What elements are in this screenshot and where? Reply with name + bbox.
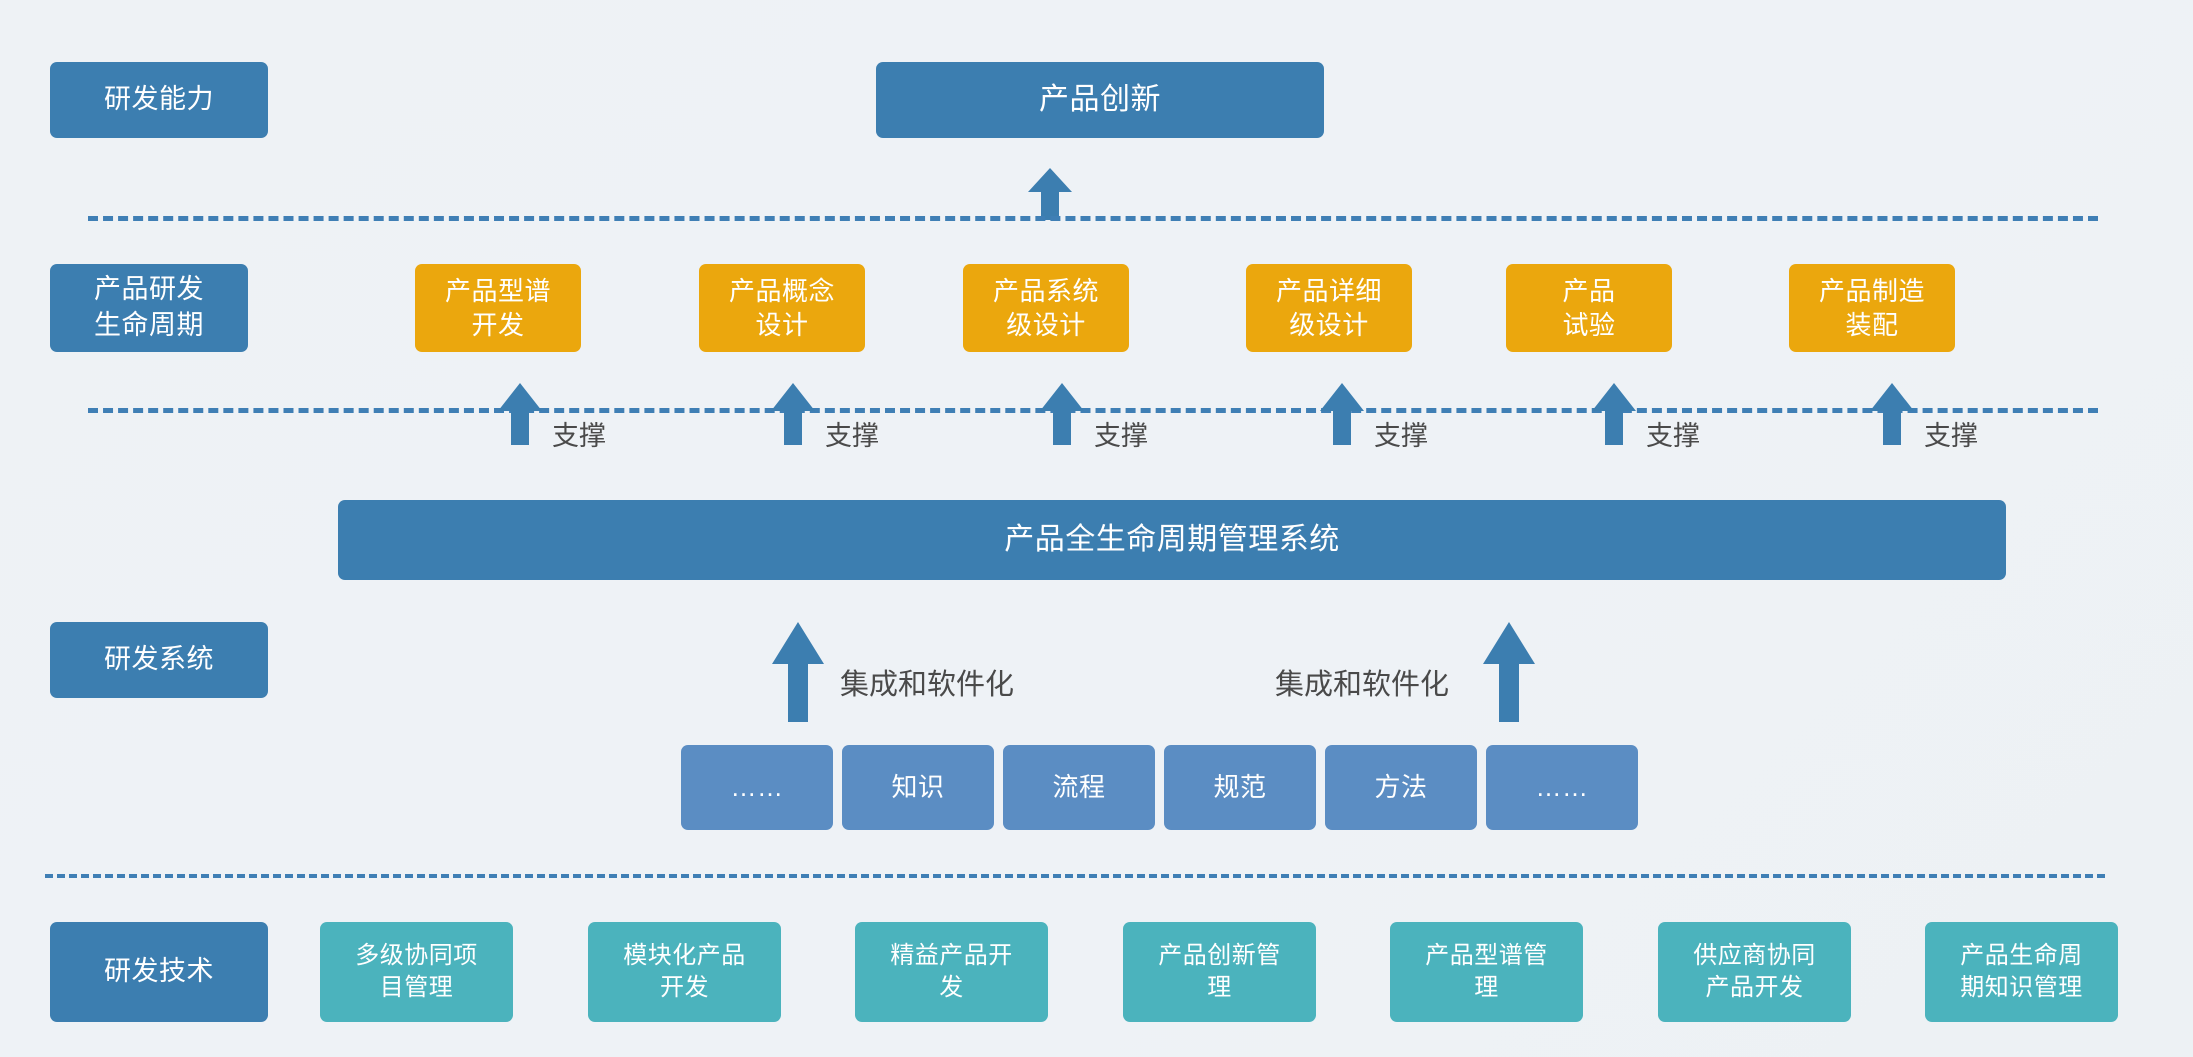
asset-box-6: …… xyxy=(1486,745,1638,830)
arrow-up-icon-support-4 xyxy=(1320,383,1364,445)
asset-box-2: 知识 xyxy=(842,745,994,830)
arrow-up-icon-support-1 xyxy=(498,383,542,445)
lifecycle-stage-3: 产品系统 级设计 xyxy=(963,264,1129,352)
lifecycle-stage-1: 产品型谱 开发 xyxy=(415,264,581,352)
technology-box-3: 精益产品开 发 xyxy=(855,922,1048,1022)
integration-label-left: 集成和软件化 xyxy=(840,669,1015,701)
support-label-2: 支撑 xyxy=(825,421,879,451)
divider-capability-lifecycle xyxy=(88,216,2098,221)
technology-box-6: 供应商协同 产品开发 xyxy=(1658,922,1851,1022)
arrow-up-icon-innovation xyxy=(1028,168,1072,220)
integration-label-right: 集成和软件化 xyxy=(1275,669,1450,701)
row-label-capability: 研发能力 xyxy=(50,62,268,138)
support-label-3: 支撑 xyxy=(1094,421,1148,451)
technology-box-7: 产品生命周 期知识管理 xyxy=(1925,922,2118,1022)
technology-box-5: 产品型谱管 理 xyxy=(1390,922,1583,1022)
arrow-up-icon-integration-right xyxy=(1483,622,1535,722)
arrow-up-icon-support-5 xyxy=(1592,383,1636,445)
arrow-up-icon-support-3 xyxy=(1040,383,1084,445)
technology-box-1: 多级协同项 目管理 xyxy=(320,922,513,1022)
row-label-system: 研发系统 xyxy=(50,622,268,698)
asset-box-1: …… xyxy=(681,745,833,830)
technology-box-4: 产品创新管 理 xyxy=(1123,922,1316,1022)
plm-system-bar: 产品全生命周期管理系统 xyxy=(338,500,2006,580)
divider-system-technology xyxy=(45,874,2105,878)
headline-product-innovation: 产品创新 xyxy=(876,62,1324,138)
lifecycle-stage-5: 产品 试验 xyxy=(1506,264,1672,352)
support-label-5: 支撑 xyxy=(1646,421,1700,451)
divider-lifecycle-system xyxy=(88,408,2098,413)
arrow-up-icon-support-6 xyxy=(1870,383,1914,445)
support-label-6: 支撑 xyxy=(1924,421,1978,451)
support-label-4: 支撑 xyxy=(1374,421,1428,451)
asset-box-5: 方法 xyxy=(1325,745,1477,830)
lifecycle-stage-2: 产品概念 设计 xyxy=(699,264,865,352)
technology-box-2: 模块化产品 开发 xyxy=(588,922,781,1022)
arrow-up-icon-support-2 xyxy=(771,383,815,445)
support-label-1: 支撑 xyxy=(552,421,606,451)
row-label-technology: 研发技术 xyxy=(50,922,268,1022)
lifecycle-stage-4: 产品详细 级设计 xyxy=(1246,264,1412,352)
row-label-lifecycle: 产品研发 生命周期 xyxy=(50,264,248,352)
asset-box-4: 规范 xyxy=(1164,745,1316,830)
asset-box-3: 流程 xyxy=(1003,745,1155,830)
lifecycle-stage-6: 产品制造 装配 xyxy=(1789,264,1955,352)
arrow-up-icon-integration-left xyxy=(772,622,824,722)
